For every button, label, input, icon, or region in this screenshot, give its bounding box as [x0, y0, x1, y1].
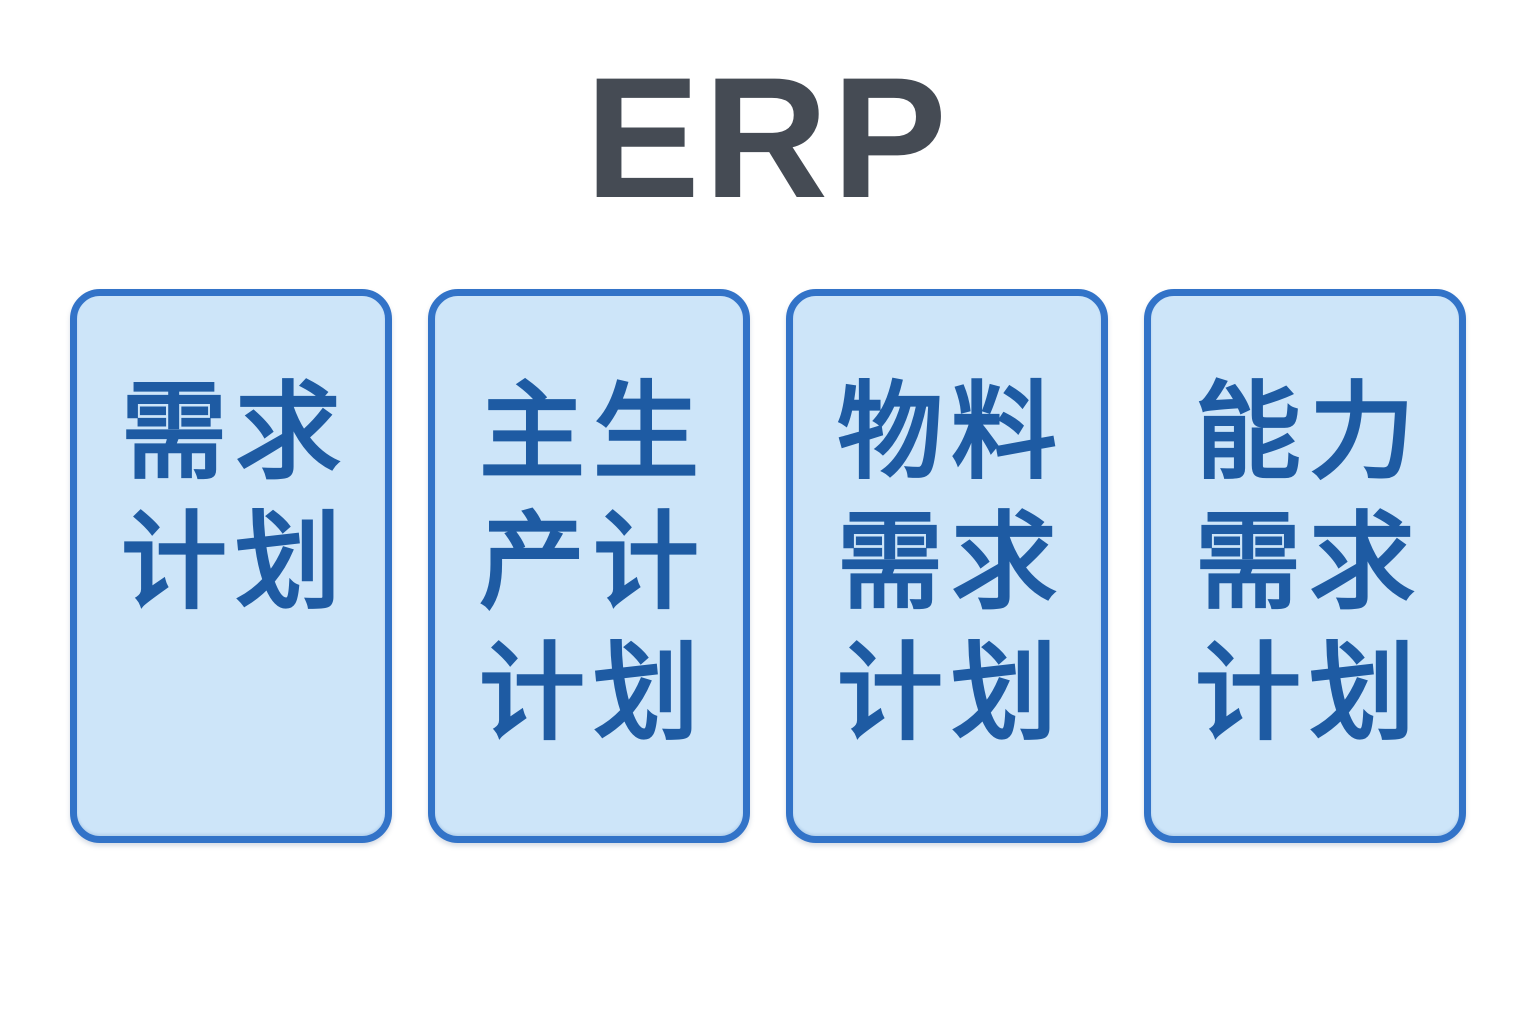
- box-demand-planning: 需求 计划: [70, 289, 392, 843]
- box-text-line: 计划: [121, 504, 349, 623]
- box-text-line: 能力: [1195, 374, 1423, 492]
- box-text-line: 物料: [837, 374, 1065, 492]
- page-title: ERP: [585, 42, 951, 234]
- box-text-line: 产计: [479, 504, 707, 623]
- box-text-line: 需求: [837, 504, 1065, 623]
- box-text-line: 计划: [1195, 634, 1423, 753]
- module-box-row: 需求 计划 主生 产计 计划 物料 需求 计划 能力 需求 计划: [0, 289, 1536, 843]
- box-material-requirements-planning: 物料 需求 计划: [786, 289, 1108, 843]
- box-text-line: 需求: [121, 374, 349, 492]
- box-master-production-schedule: 主生 产计 计划: [428, 289, 750, 843]
- box-text-line: 计划: [479, 634, 707, 753]
- box-text-line: 主生: [479, 374, 707, 492]
- box-text-line: 计划: [837, 634, 1065, 753]
- box-capacity-requirements-planning: 能力 需求 计划: [1144, 289, 1466, 843]
- box-text-line: 需求: [1195, 504, 1423, 623]
